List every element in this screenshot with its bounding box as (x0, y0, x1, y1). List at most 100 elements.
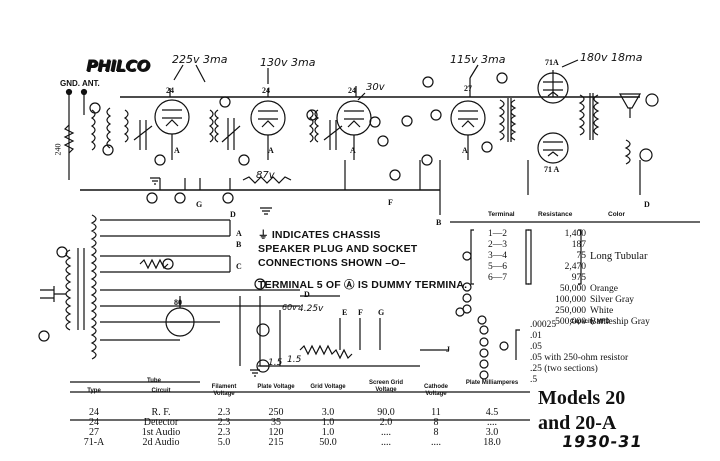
tube-label-5: 71A (545, 58, 559, 67)
capacity-value: .05 with 250-ohm resistor (530, 353, 629, 363)
column-header: Cathode Voltage (424, 384, 448, 397)
tube-table-cell: R. F. (151, 407, 171, 418)
label-d3: D (644, 200, 650, 209)
models-year: 1930-31 (560, 432, 644, 451)
label-g2: G (196, 200, 203, 209)
voltage-note-2: 130v 3ma (260, 56, 316, 69)
color-cell: Orange (590, 284, 618, 294)
tube-table-cell: 8 (433, 427, 439, 438)
color-header: Color (608, 211, 625, 218)
terminal-cell: 6—7 (488, 273, 507, 283)
table-row: 1—2 1,400 (458, 229, 698, 240)
philco-logo: PHILCO (86, 56, 150, 75)
legend-notes: ⏚ INDICATES CHASSIS SPEAKER PLUG AND SOC… (258, 228, 473, 292)
note-line: ⏚ INDICATES CHASSIS (258, 229, 381, 241)
color-cell: Long Tubular (590, 251, 648, 262)
label-b: B (436, 218, 442, 227)
voltage-note-1: 225v 3ma (172, 53, 228, 66)
tube-table-cell: .... (431, 437, 441, 448)
label-b-right: B (236, 240, 242, 249)
tube-table-cell: .... (381, 427, 391, 438)
tube-table-cell: 2d Audio (142, 437, 180, 448)
voltage-note-6: 87v (256, 170, 275, 181)
capacity-value: .01 (530, 331, 542, 341)
voltage-note-3: 30v (366, 82, 385, 93)
resistance-cell: 975 (571, 273, 586, 283)
terminal-cell: 1—2 (488, 229, 507, 239)
voltage-note-7: 60v (282, 303, 297, 312)
resistance-cell: 250,000 (555, 306, 586, 316)
terminal-cell: 3—4 (488, 251, 507, 261)
label-gnd: GND. (60, 79, 80, 88)
column-header: Plate Voltage (257, 384, 295, 390)
terminal-cell: 5—6 (488, 262, 507, 272)
models-title: Models 20 and 20-A (538, 386, 625, 436)
voltage-note-10: 1.5 (287, 355, 302, 365)
tube-table-cell: 24 (89, 417, 99, 428)
voltage-note-5: 180v 18ma (580, 51, 643, 64)
tube-table-cell: 3.0 (321, 407, 335, 418)
tube-label-1: 24 (166, 86, 174, 95)
column-header: Screen Grid Voltage (368, 380, 403, 393)
label-e: E (342, 308, 348, 317)
label-a3: A (350, 146, 356, 155)
note-line: SPEAKER PLUG AND SOCKET (258, 243, 418, 255)
column-header: Grid Voltage (310, 384, 346, 390)
resistance-cell: 1,400 (564, 229, 586, 239)
models-line-1: Models 20 (538, 387, 626, 409)
tube-table-cell: 18.0 (483, 437, 501, 448)
terminal-cell: 2—3 (488, 240, 507, 250)
tube-table-cell: 4.5 (485, 407, 499, 418)
label-f1: F (358, 308, 363, 317)
tube-table-cell: 215 (268, 437, 284, 448)
tube-group-header: Tube (147, 378, 161, 384)
tube-table-cell: 11 (431, 407, 441, 418)
capacity-header: Capacity MFD (570, 319, 610, 325)
tube-table-cell: 5.0 (217, 437, 231, 448)
note-line: CONNECTIONS SHOWN –O– (258, 257, 406, 269)
tube-table-cell: 2.3 (217, 417, 231, 428)
tube-table-cell: 2.3 (217, 407, 231, 418)
tube-label-80: 80 (174, 298, 182, 307)
resistance-cell: 75 (576, 251, 587, 261)
tube-label-4: 27 (464, 84, 472, 93)
resistance-cell: 500,000 (555, 317, 586, 327)
capacity-value: .05 (530, 342, 542, 352)
color-cell: White (590, 306, 614, 316)
tube-table-cell: 27 (89, 427, 99, 438)
label-j: J (446, 345, 450, 354)
tube-table-cell: 120 (268, 427, 284, 438)
tube-table-cell: 71-A (83, 437, 105, 448)
color-cell: Battleship Gray (590, 317, 650, 327)
label-a1: A (174, 146, 180, 155)
tube-table-cell: 50.0 (319, 437, 337, 448)
label-d1: D (230, 210, 236, 219)
capacity-value: .5 (530, 375, 538, 385)
tube-table-cell: Detector (143, 417, 179, 428)
label-d2: D (304, 290, 310, 299)
tube-label-2: 24 (262, 86, 270, 95)
terminal-header: Terminal (488, 211, 515, 218)
tube-label-6: 71 A (544, 165, 560, 174)
tube-table-cell: 35 (271, 417, 281, 428)
tube-table-cell: 3.0 (485, 427, 499, 438)
tube-table-cell: 2.3 (217, 427, 231, 438)
label-a4: A (462, 146, 468, 155)
label-a-right: A (236, 229, 242, 238)
tube-table-cell: 90.0 (377, 407, 395, 418)
tube-table-cell: 8 (433, 417, 439, 428)
tube-label-3: 24 (348, 86, 356, 95)
note-line: TERMINAL 5 OF Ⓐ IS DUMMY TERMINA. (258, 279, 468, 291)
label-c: C (236, 262, 242, 271)
tube-table-cell: 1st Audio (141, 427, 181, 438)
column-header: Circuit (151, 388, 171, 394)
tube-table-cell: 1.0 (321, 417, 335, 428)
tube-table-cell: .... (487, 417, 497, 428)
capacity-value: .00025 (530, 320, 557, 330)
